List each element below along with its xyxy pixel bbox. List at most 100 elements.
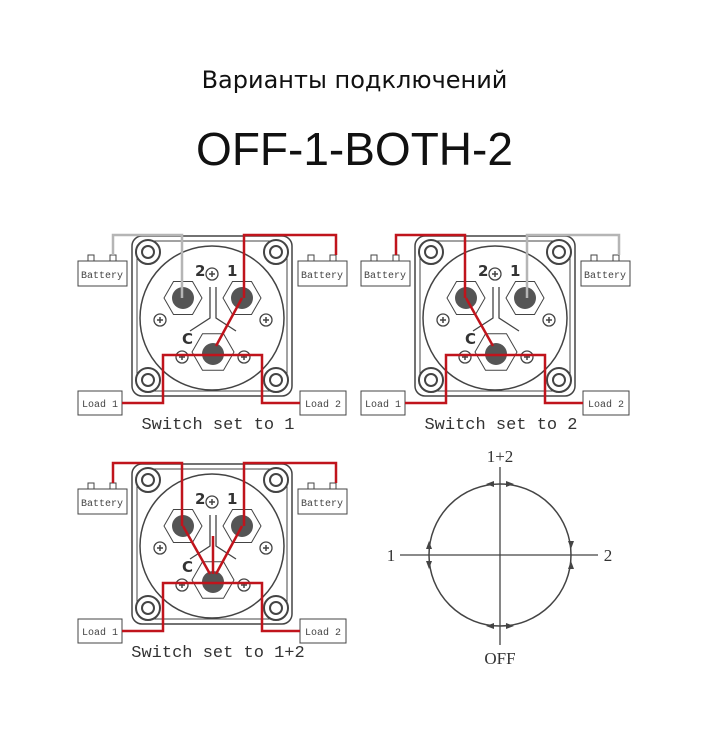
panel-caption: Switch set to 1 [141, 416, 294, 435]
load-2-label: Load 2 [588, 399, 624, 411]
battery-positive-terminal [329, 254, 337, 262]
panel-caption: Switch set to 2 [424, 416, 577, 435]
load-2-label: Load 2 [305, 627, 341, 639]
switch-path-2 [464, 297, 495, 347]
terminal-c-label: C [465, 330, 476, 348]
dial-arrow-icon [568, 561, 574, 569]
screw-slot [440, 317, 446, 323]
dial-arrow-icon [506, 481, 514, 487]
load-wire [122, 353, 300, 405]
battery-box-left [360, 260, 411, 287]
mount-bolt-hole [269, 373, 283, 387]
load-2-box [299, 390, 347, 416]
mount-bolt-hole [269, 245, 283, 259]
battery-box-right [297, 260, 348, 287]
terminal-c-label: C [182, 330, 193, 348]
battery-label: Battery [81, 499, 123, 510]
battery-negative-terminal [307, 254, 315, 262]
battery-positive-terminal [392, 254, 400, 262]
dial-label-off: OFF [484, 649, 515, 668]
subtitle: Варианты подключений [201, 66, 508, 94]
mount-bolt-hole [552, 373, 566, 387]
dial-arrow-icon [486, 481, 494, 487]
screw-slot [157, 545, 163, 551]
battery-2-wire [394, 233, 467, 298]
load-1-label: Load 1 [82, 399, 118, 411]
dial-arrow-icon [426, 561, 432, 569]
mount-bolt-hole [424, 373, 438, 387]
y-indicator [189, 287, 237, 332]
switch-path-2 [181, 525, 212, 575]
dial-label-both: 1+2 [487, 447, 514, 466]
terminal-1-label: 1 [227, 490, 237, 508]
battery-1-wire [242, 233, 338, 298]
mount-bolt-hole [424, 245, 438, 259]
battery-box-right [580, 260, 631, 287]
rotation-dial: 1+2 1 2 OFF [387, 447, 613, 668]
screw-slot [209, 499, 215, 505]
load-wire [122, 581, 300, 633]
switch-body-inner [136, 240, 288, 392]
terminal-2-label: 2 [195, 262, 205, 280]
load-2-box [582, 390, 630, 416]
battery-label: Battery [81, 271, 123, 282]
mount-bolt-hole [269, 601, 283, 615]
mount-bolt-hole [141, 601, 155, 615]
terminal-c-label: C [182, 558, 193, 576]
dial-arrow-icon [486, 623, 494, 629]
battery-negative-terminal [307, 482, 315, 490]
load-1-label: Load 1 [82, 627, 118, 639]
screw-slot [157, 317, 163, 323]
y-indicator [189, 515, 237, 560]
battery-box-right [297, 488, 348, 515]
battery-positive-terminal [612, 254, 620, 262]
load-1-box [77, 618, 123, 644]
mount-bolt-hole [141, 473, 155, 487]
battery-negative-terminal [87, 482, 95, 490]
switch-body-inner [136, 468, 288, 620]
battery-positive-terminal [329, 482, 337, 490]
screw-slot [546, 317, 552, 323]
battery-positive-terminal [109, 254, 117, 262]
battery-2-wire [111, 461, 184, 526]
load-wire [405, 353, 583, 405]
battery-negative-terminal [370, 254, 378, 262]
terminal-1-label: 1 [227, 262, 237, 280]
dial-arrow-icon [568, 541, 574, 549]
battery-label: Battery [301, 271, 343, 282]
screw-slot [209, 271, 215, 277]
battery-negative-terminal [590, 254, 598, 262]
battery-positive-terminal [109, 482, 117, 490]
dial-label-1: 1 [387, 546, 396, 565]
load-1-box [360, 390, 406, 416]
page-title: OFF-1-BOTH-2 [196, 123, 513, 175]
battery-negative-terminal [87, 254, 95, 262]
load-2-box [299, 618, 347, 644]
screw-slot [263, 545, 269, 551]
screw-slot [492, 271, 498, 277]
mount-bolt-hole [141, 245, 155, 259]
battery-box-left [77, 260, 128, 287]
battery-1-wire [525, 233, 621, 298]
battery-box-left [77, 488, 128, 515]
dial-label-2: 2 [604, 546, 613, 565]
screw-slot [263, 317, 269, 323]
battery-1-wire [242, 461, 338, 526]
mount-bolt-hole [141, 373, 155, 387]
mount-bolt-hole [269, 473, 283, 487]
dial-arrow-icon [506, 623, 514, 629]
switch-path-1 [214, 297, 244, 347]
switch-body-inner [419, 240, 571, 392]
terminal-2-label: 2 [195, 490, 205, 508]
y-indicator [472, 287, 520, 332]
panel-caption: Switch set to 1+2 [131, 644, 304, 663]
battery-2-wire [111, 233, 184, 298]
terminal-2-label: 2 [478, 262, 488, 280]
load-2-label: Load 2 [305, 399, 341, 411]
dial-arrow-icon [426, 541, 432, 549]
